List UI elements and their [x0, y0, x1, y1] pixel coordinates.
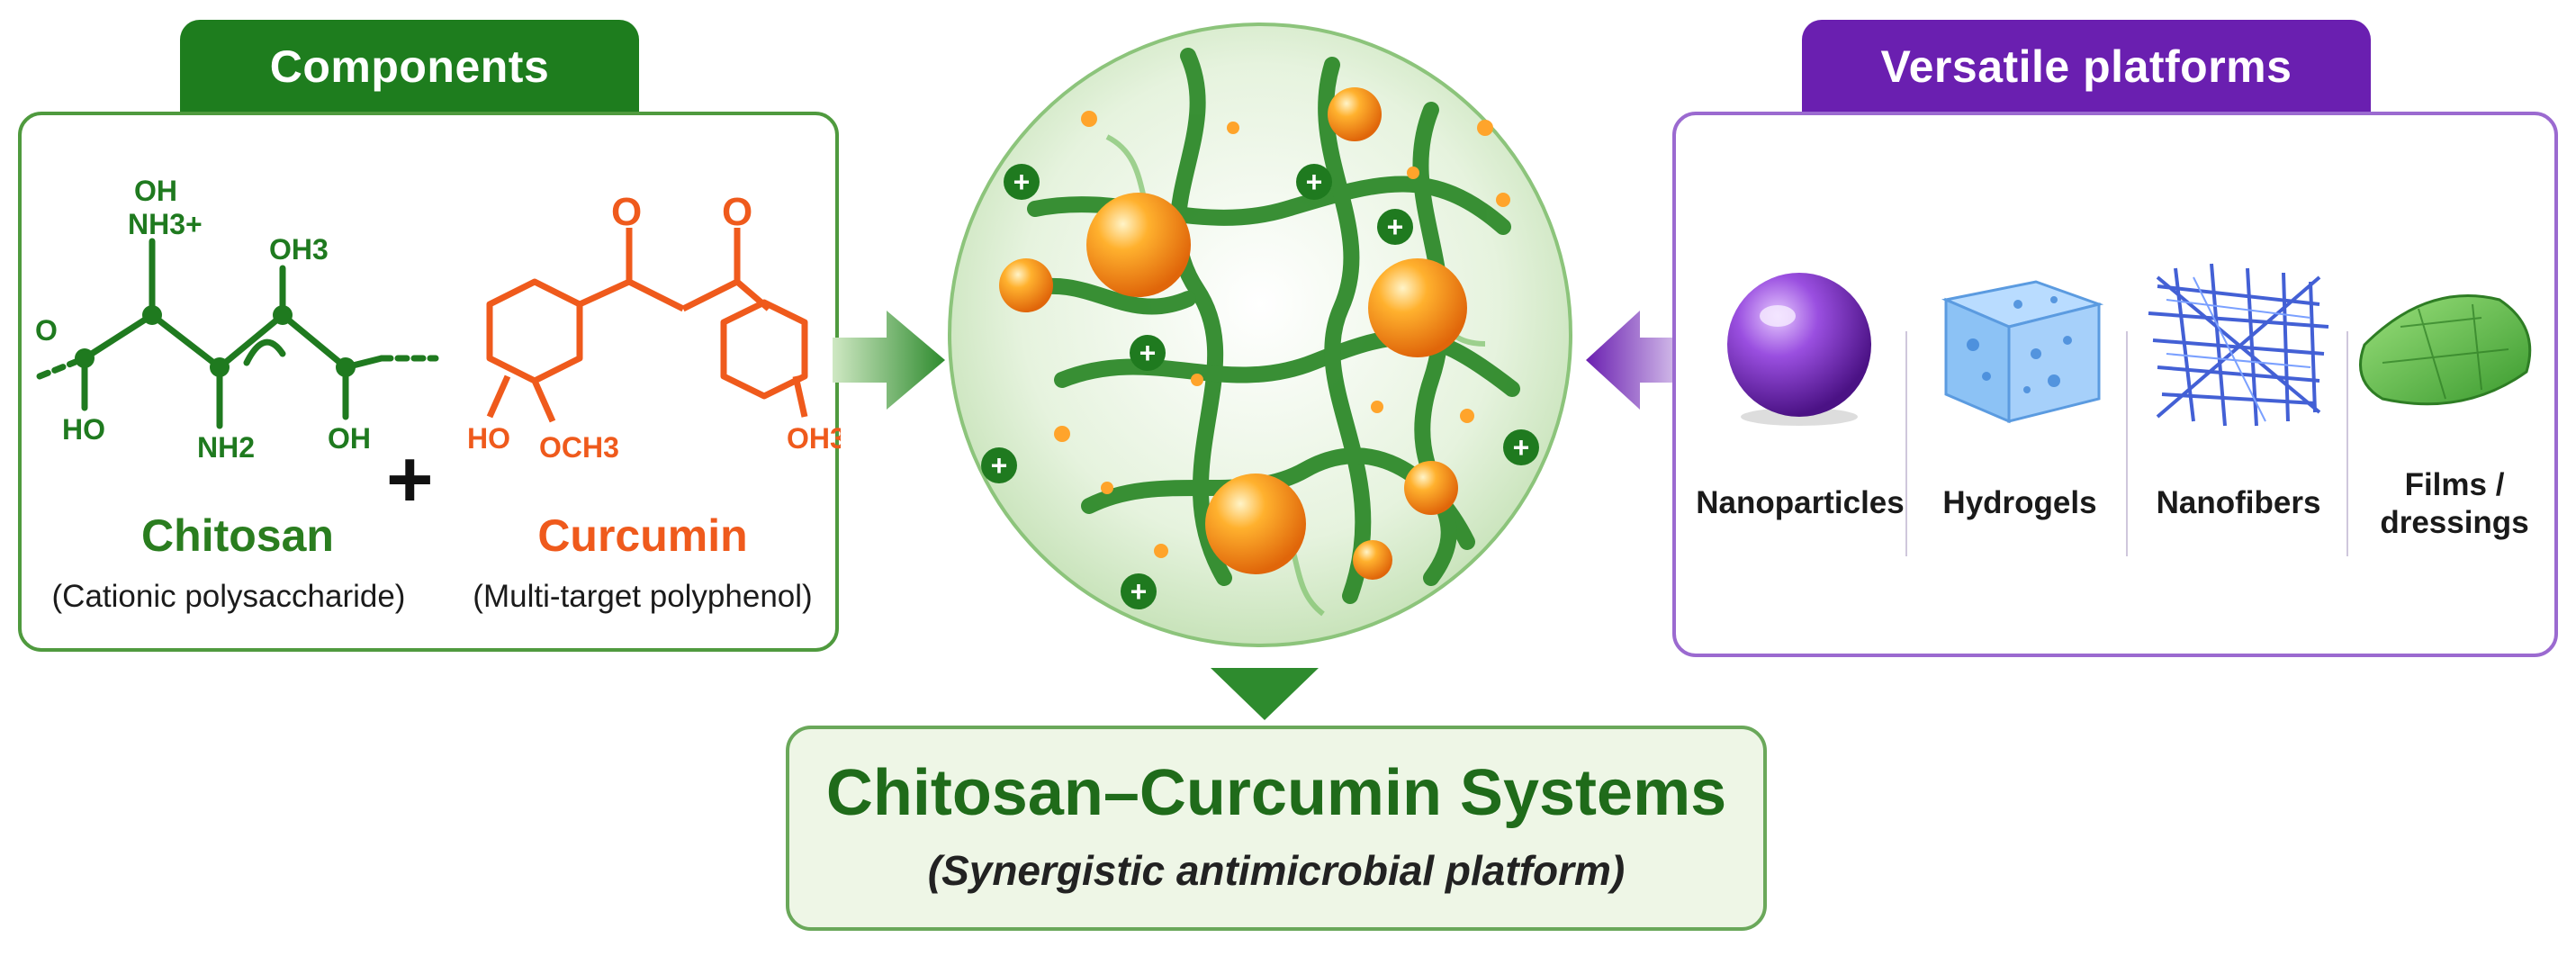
- chitosan-structure: OH NH3+ OH3 HO NH2 OH O: [35, 178, 439, 464]
- platforms-panel: Nanoparticles Hydrogels Nanofibers: [1672, 112, 2558, 657]
- result-title: Chitosan–Curcumin Systems: [825, 757, 1727, 829]
- charge-plus-7: +: [1130, 575, 1148, 608]
- charge-plus-1: +: [1013, 166, 1031, 198]
- hydrogel-cube-icon: [1941, 280, 2104, 424]
- platform-label-nanofibers: Nanofibers: [2156, 485, 2321, 520]
- platform-divider-2: [2126, 331, 2128, 556]
- components-panel: OH NH3+ OH3 HO NH2 OH O O O HO OC: [18, 112, 841, 652]
- platform-divider-3: [2346, 331, 2348, 556]
- curcumin-label-oh3: OH3: [787, 422, 841, 455]
- chitosan-label-nh2: NH2: [197, 431, 255, 464]
- platform-label-hydrogels: Hydrogels: [1942, 485, 2097, 520]
- curcumin-label-o2: O: [722, 196, 752, 234]
- chitosan-label-ho: HO: [62, 413, 105, 446]
- curcumin-description: (Multi-target polyphenol): [473, 579, 813, 614]
- film-sheet-icon: [2359, 294, 2532, 406]
- nanoparticle-sphere-icon: [1727, 273, 1871, 426]
- charge-plus-4: +: [1139, 337, 1157, 369]
- platform-divider-1: [1905, 331, 1907, 556]
- components-header-label: Components: [269, 41, 550, 92]
- platform-label-films-dressings: Films / dressings: [2380, 467, 2529, 540]
- plus-sign: +: [386, 435, 434, 525]
- platforms-header-label: Versatile platforms: [1880, 41, 2292, 92]
- arrow-platforms-to-network: [1586, 311, 1690, 410]
- charge-plus-5: +: [991, 449, 1008, 482]
- platform-label-nanoparticles: Nanoparticles: [1696, 485, 1905, 520]
- chitosan-label-oh-right: OH: [328, 422, 371, 455]
- components-header-tab: Components: [180, 20, 639, 113]
- chitosan-label-nh3: NH3+: [128, 208, 203, 240]
- arrow-network-to-result: [1211, 668, 1319, 720]
- chitosan-label-oh3: OH3: [269, 233, 329, 266]
- result-subtitle: (Synergistic antimicrobial platform): [927, 847, 1626, 894]
- curcumin-label-och3: OCH3: [539, 431, 619, 464]
- chitosan-name: Chitosan: [141, 510, 334, 561]
- nanofiber-mesh-icon: [2148, 263, 2329, 427]
- charge-plus-3: +: [1387, 211, 1404, 243]
- charge-plus-2: +: [1306, 166, 1323, 198]
- curcumin-label-o1: O: [611, 196, 642, 234]
- chitosan-description: (Cationic polysaccharide): [51, 579, 406, 614]
- curcumin-structure: O O HO OCH3 OH3: [467, 196, 841, 464]
- chitosan-label-o: O: [35, 314, 58, 347]
- curcumin-name: Curcumin: [537, 510, 748, 561]
- curcumin-label-ho: HO: [467, 422, 510, 455]
- platforms-header-tab: Versatile platforms: [1802, 20, 2371, 113]
- result-box: Chitosan–Curcumin Systems (Synergistic a…: [786, 726, 1767, 931]
- chitosan-label-oh-top: OH: [134, 178, 177, 207]
- chitosan-curcumin-network: + + + + + + +: [948, 23, 1572, 647]
- charge-plus-6: +: [1513, 431, 1530, 464]
- arrow-components-to-network: [833, 311, 945, 410]
